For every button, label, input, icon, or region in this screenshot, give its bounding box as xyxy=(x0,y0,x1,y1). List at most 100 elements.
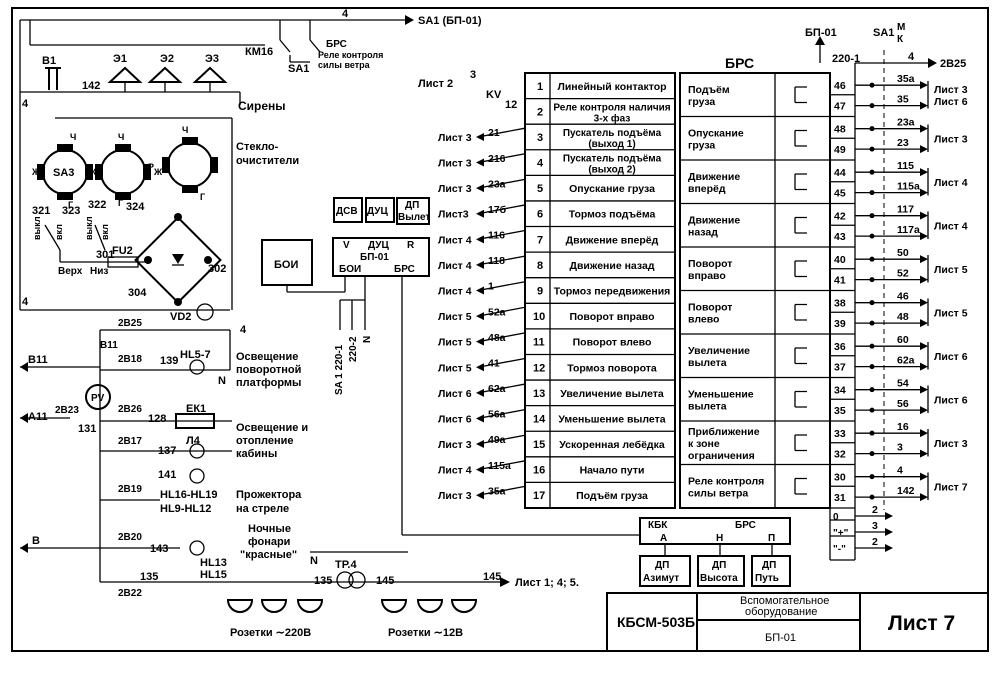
relay-name: Подъём груза xyxy=(576,490,648,502)
brs-sheet-ref: Лист 4 xyxy=(934,177,968,189)
brs-pin: 37 xyxy=(834,362,846,374)
left-circuit: 4 SA1 (БП-01) 4 4 КМ16 SA1 БРС Реле конт… xyxy=(19,8,579,639)
brs-pin: 40 xyxy=(834,254,846,266)
wire-2b22: 2В22 xyxy=(118,588,142,599)
lamp-l4-icon xyxy=(189,443,205,459)
vd2-icon xyxy=(196,303,214,321)
pin-g-3: Г xyxy=(200,192,205,202)
brs-pin: 45 xyxy=(834,188,846,200)
brs-wire: 23 xyxy=(897,137,909,149)
brs-sheet-ref: Лист 3 xyxy=(934,438,968,450)
brs-row-name: Поворот xyxy=(688,301,732,313)
relay-name: Тормоз передвижения xyxy=(554,286,671,298)
relay-name: Тормоз поворота xyxy=(567,362,657,374)
brs-row-name: Опускание xyxy=(688,127,744,139)
relay-sheet-ref: Лист 6 xyxy=(438,413,472,425)
kbk-block: КБК БРС А Н П ДП Азимут ДП Высота ДП Пут… xyxy=(639,517,791,587)
boi-box-label: БОИ xyxy=(274,259,298,271)
brs-desc-2: силы ветра xyxy=(318,60,371,70)
boom-lights-1: Прожектора xyxy=(236,489,302,501)
wire-321: 321 xyxy=(32,205,50,217)
relay-wire: 216 xyxy=(488,153,506,165)
pin-r-2: Р xyxy=(148,162,154,172)
relay-name: Пускатель подъёма xyxy=(563,128,662,139)
relay-num: 17 xyxy=(533,490,545,502)
relay-wire: 49а xyxy=(488,434,506,446)
pin-r-3: Р xyxy=(212,157,218,167)
sa3-label: SA3 xyxy=(53,167,74,179)
pin-g-1: Г xyxy=(68,200,73,210)
wire-2b17: 2В17 xyxy=(118,436,142,447)
brs-wire: 142 xyxy=(897,485,915,497)
wire-4-right: 4 xyxy=(908,51,915,63)
ek1-label: ЕК1 xyxy=(186,403,206,415)
relay-name-cont: 3-х фаз xyxy=(594,112,631,124)
relay-name: Поворот влево xyxy=(573,337,652,349)
brs-wire: 52 xyxy=(897,268,909,280)
wire-322: 322 xyxy=(88,199,106,211)
terminal-pin: "-" xyxy=(833,544,846,555)
pin-r: R xyxy=(407,240,415,251)
relay-wire: 23а xyxy=(488,178,506,190)
dp-label: ДП xyxy=(405,200,419,211)
relay-name: Ускоренная лебёдка xyxy=(559,439,665,451)
brs-row-name: Поворот xyxy=(688,258,732,270)
switch-on-2: вкл xyxy=(100,224,110,240)
wire-2b19: 2В19 xyxy=(118,484,142,495)
wire-2v25: 2В25 xyxy=(940,58,966,70)
relay-sheet-ref: Лист 3 xyxy=(438,158,472,170)
sa1-220-label: SA 1 220-1 xyxy=(334,344,345,395)
label-bottom: Низ xyxy=(90,266,108,277)
wire-2b26: 2В26 xyxy=(118,404,142,415)
hl13-label: HL13 xyxy=(200,557,227,569)
brs-pin: 39 xyxy=(834,318,846,330)
relay-sheet-ref: Лист 3 xyxy=(438,183,472,195)
sa1-contact-label: SA1 xyxy=(288,63,309,75)
relay-num: 13 xyxy=(533,388,545,400)
sheet-ref-145: Лист 1; 4; 5. xyxy=(515,577,579,589)
wire-304: 304 xyxy=(128,287,147,299)
brs-pin: 48 xyxy=(834,124,846,136)
relay-num: 5 xyxy=(537,183,543,195)
relay-num: 7 xyxy=(537,234,543,246)
relay-wire: 21 xyxy=(488,127,500,139)
pin-ch-3: Ч xyxy=(182,125,188,135)
brs-sheet-ref: Лист 5 xyxy=(934,264,968,276)
duc-label: ДУЦ xyxy=(367,206,388,217)
wire-301: 301 xyxy=(96,249,114,261)
tr4-label: ТР.4 xyxy=(335,559,357,571)
brs-pin: 32 xyxy=(834,449,846,461)
pin-v: V xyxy=(343,240,350,251)
relay-sheet-ref: Лист 4 xyxy=(438,234,472,246)
relay-name: Увеличение вылета xyxy=(560,388,664,400)
brs-wire: 56 xyxy=(897,398,909,410)
brs-pin: 46 xyxy=(834,80,846,92)
brs-row-name: силы ветра xyxy=(688,487,748,499)
pin-n: Н xyxy=(716,533,723,544)
sirens-label: Сирены xyxy=(238,99,286,113)
title-model: КБСМ-503Б xyxy=(617,614,695,630)
relay-num: 2 xyxy=(537,106,543,118)
mode-k: К xyxy=(897,34,904,45)
wire-145-tr: 145 xyxy=(376,575,394,587)
fu2-label: FU2 xyxy=(112,245,133,257)
relay-num: 6 xyxy=(537,209,543,221)
pin-zh-2: Ж xyxy=(87,167,97,177)
brs-wire: 35 xyxy=(897,94,909,106)
relay-sheet-ref: Лист 5 xyxy=(438,362,472,374)
dp-azimuth-1: ДП xyxy=(655,560,669,571)
wipers-label-1: Стекло- xyxy=(236,141,279,153)
relay-sheet-ref: Лист 4 xyxy=(438,260,472,272)
vd2-label: VD2 xyxy=(170,311,191,323)
relay-num: 8 xyxy=(537,260,543,272)
relay-name: Начало пути xyxy=(580,465,645,477)
